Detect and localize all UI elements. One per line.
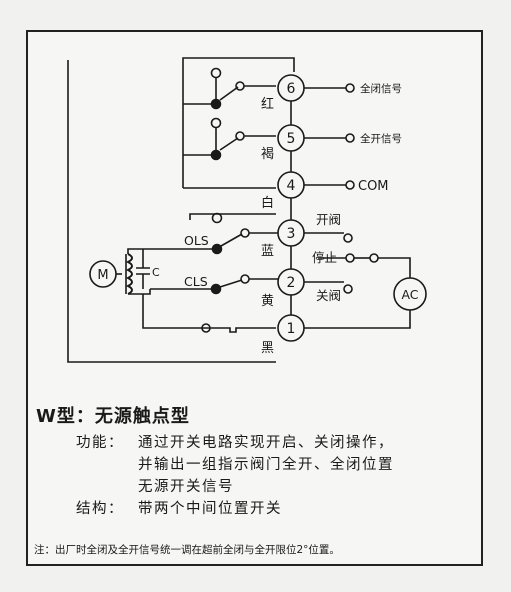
switch-cls (150, 274, 278, 295)
signal-lines (304, 83, 411, 329)
structure-row: 结构： 带两个中间位置开关 (76, 498, 476, 520)
wire-color-blue: 蓝 (261, 244, 274, 259)
signal-close-valve: 关阀 (316, 288, 341, 303)
bus-wires (67, 57, 295, 363)
wire-color-yellow: 黄 (261, 294, 274, 309)
wire-color-black: 黑 (261, 341, 274, 356)
description-block: 功能： 通过开关电路实现开启、关闭操作， 并输出一组指示阀门全开、全闭位置 无源… (76, 432, 476, 520)
switch-ols (143, 212, 278, 255)
stop-selector (318, 253, 427, 311)
signal-stop: 停止 (312, 250, 337, 265)
terminal-6-number: 6 (287, 81, 296, 97)
structure-label: 结构： (76, 501, 124, 517)
signal-open-valve: 开阀 (316, 212, 341, 227)
label-ols: OLS (184, 233, 209, 248)
page-title: W型：无源触点型 (36, 406, 190, 427)
function-row: 功能： 通过开关电路实现开启、关闭操作， (76, 432, 476, 454)
terminal-2-number: 2 (287, 275, 296, 291)
wiring-diagram: 6 5 4 3 2 1 红 褐 白 蓝 黄 黑 全闭信号 全开信号 COM 开阀… (67, 57, 427, 363)
function-line-3: 无源开关信号 (138, 479, 234, 495)
wire-color-red: 红 (261, 96, 274, 112)
terminal-1-number: 1 (287, 321, 296, 337)
signal-full-close: 全闭信号 (360, 82, 402, 95)
function-line-1: 通过开关电路实现开启、关闭操作， (138, 435, 394, 451)
motor-circuit (89, 248, 276, 333)
terminal-3-number: 3 (287, 226, 296, 242)
terminal-5-number: 5 (287, 131, 296, 147)
wire-color-white: 白 (261, 195, 274, 211)
function-line-2: 并输出一组指示阀门全开、全闭位置 (138, 457, 394, 473)
label-motor: M (97, 268, 108, 283)
label-cls: CLS (184, 274, 208, 289)
switch-5 (183, 117, 276, 161)
structure-text: 带两个中间位置开关 (138, 501, 282, 517)
wire-color-brown: 褐 (261, 147, 274, 162)
footnote: 注：出厂时全闭及全开信号统一调在超前全闭与全开限位2°位置。 (34, 544, 340, 556)
switch-6 (183, 67, 276, 110)
signal-com: COM (358, 179, 389, 194)
function-row-2: 并输出一组指示阀门全开、全闭位置 (76, 454, 476, 476)
diagram-frame (26, 30, 483, 566)
terminal-4-number: 4 (287, 178, 296, 194)
label-ac: AC (401, 287, 418, 302)
label-capacitor: C (152, 266, 160, 279)
function-row-3: 无源开关信号 (76, 476, 476, 498)
signal-full-open: 全开信号 (360, 132, 402, 145)
function-label: 功能： (76, 435, 124, 451)
